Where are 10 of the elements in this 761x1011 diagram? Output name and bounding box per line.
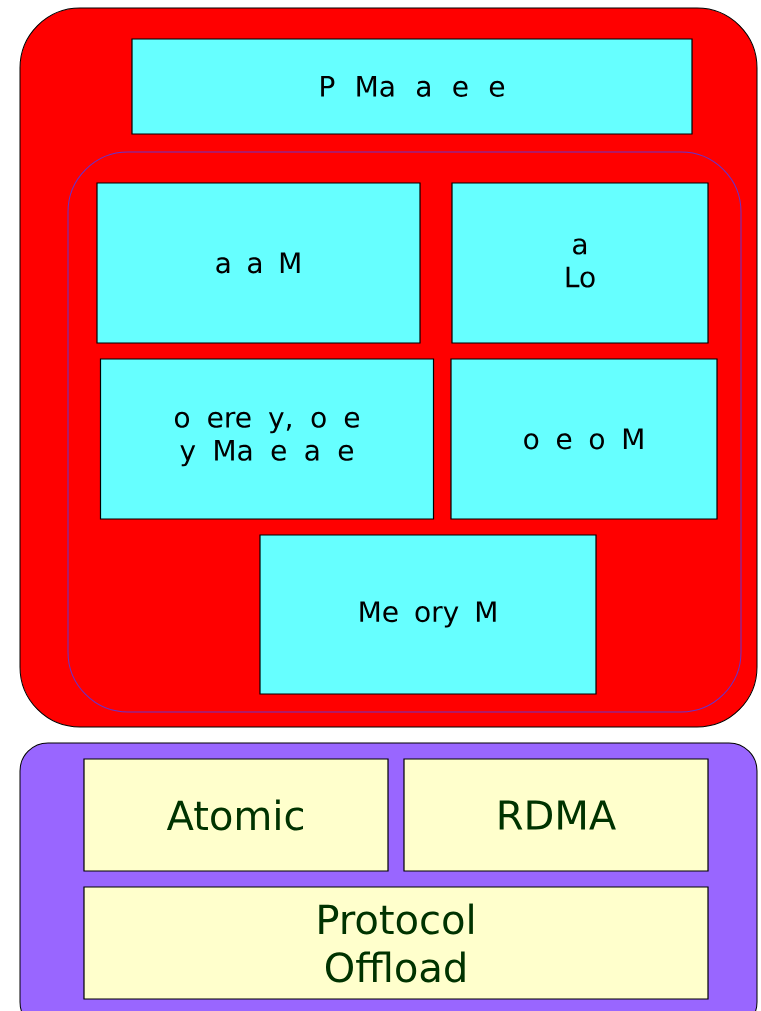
module-box: RDMA [403, 758, 709, 872]
module-box: o ere y, o e y Ma e a e [99, 358, 435, 520]
module-box: a Lo [451, 182, 709, 344]
rounded-frame [67, 151, 742, 713]
module-box: P Ma a e e [131, 38, 693, 135]
module-box: Me ory M [259, 534, 597, 695]
module-box: Protocol Offload [83, 886, 709, 1000]
module-box: Atomic [83, 758, 389, 872]
module-box: a a M [96, 182, 421, 344]
module-box: o e o M [450, 358, 718, 520]
